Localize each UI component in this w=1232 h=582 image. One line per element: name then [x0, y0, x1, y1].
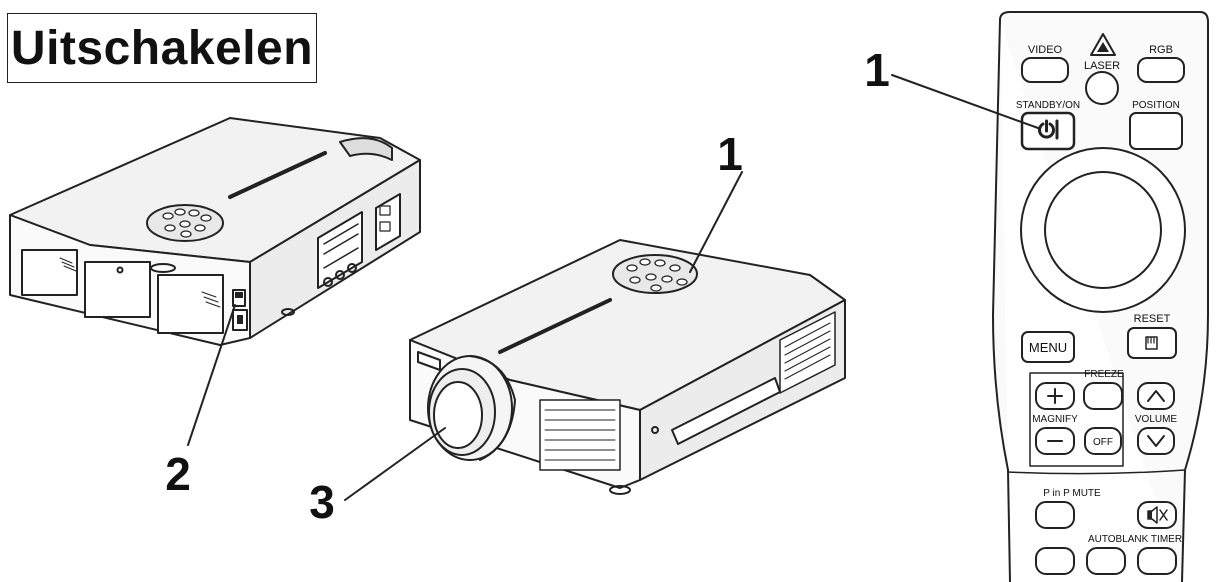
freeze-button[interactable] — [1083, 382, 1123, 410]
callout-1-remote: 1 — [864, 44, 890, 96]
label-pinp-mute: P in P MUTE — [1043, 488, 1101, 499]
volume-up-button[interactable] — [1137, 382, 1175, 410]
menu-button[interactable] — [1021, 331, 1075, 363]
leader-line-1-remote — [891, 74, 1039, 129]
laser-button[interactable] — [1085, 71, 1119, 105]
callout-3: 3 — [309, 476, 335, 528]
pinp-button[interactable] — [1035, 501, 1075, 529]
leader-line-2 — [187, 304, 236, 446]
autoblank-button[interactable] — [1035, 547, 1075, 575]
autoblank-timer-button-2[interactable] — [1086, 547, 1126, 575]
position-button[interactable] — [1129, 112, 1183, 150]
label-position: POSITION — [1132, 100, 1180, 111]
callout-2: 2 — [165, 448, 191, 500]
label-standby-on: STANDBY/ON — [1016, 100, 1080, 111]
rgb-button[interactable] — [1137, 57, 1185, 83]
callout-1-projector: 1 — [717, 128, 743, 180]
label-laser: LASER — [1084, 60, 1120, 72]
label-video: VIDEO — [1028, 44, 1063, 56]
leader-line-3 — [344, 427, 446, 501]
label-off: OFF — [1093, 437, 1113, 448]
video-button[interactable] — [1021, 57, 1069, 83]
label-autoblank-timer: AUTOBLANK TIMER — [1088, 534, 1182, 545]
projector-rear-view — [9, 117, 421, 346]
label-volume: VOLUME — [1135, 414, 1178, 425]
label-freeze: FREEZE — [1084, 369, 1124, 380]
title-box: Uitschakelen — [7, 13, 317, 83]
timer-button[interactable] — [1137, 547, 1177, 575]
label-rgb: RGB — [1149, 44, 1173, 56]
mute-icon — [1147, 506, 1168, 524]
leader-line-1-projector — [689, 171, 743, 273]
volume-down-button[interactable] — [1137, 427, 1175, 455]
label-magnify: MAGNIFY — [1032, 414, 1078, 425]
label-reset: RESET — [1134, 313, 1171, 325]
off-button[interactable] — [1084, 427, 1122, 455]
power-icon — [1038, 119, 1059, 140]
label-menu: MENU — [1029, 340, 1067, 355]
remote-control — [992, 11, 1209, 582]
page-title: Uitschakelen — [10, 21, 314, 75]
projector-front-view — [409, 239, 846, 495]
